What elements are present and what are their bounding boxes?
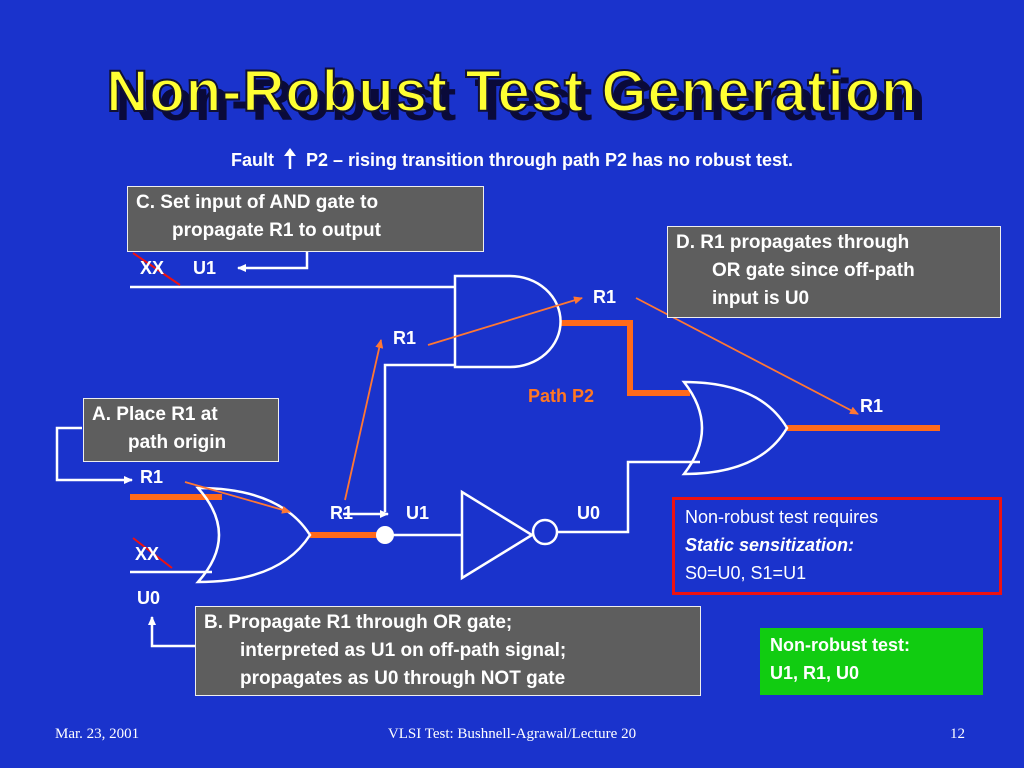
c-connector-arrow	[237, 248, 309, 272]
not-bubble	[531, 518, 559, 546]
red-box-line3: S0=U0, S1=U1	[685, 563, 807, 583]
green-box-line1: Non-robust test:	[770, 635, 910, 655]
annotation-arrows	[184, 296, 859, 514]
top-u1-label: U1	[193, 258, 217, 278]
or-gate-2	[681, 380, 789, 476]
branch-u1-label: U1	[406, 503, 430, 523]
white-wires	[55, 248, 700, 648]
non-robust-test-box: Non-robust test: U1, R1, U0	[760, 628, 983, 695]
b-connector-arrow	[148, 616, 196, 648]
up-arrow-icon	[283, 148, 297, 172]
red-box-line1: Non-robust test requires	[685, 507, 879, 527]
footer-date: Mar. 23, 2001	[55, 726, 140, 742]
and-annotation-arrow	[427, 296, 583, 346]
and-bottom-input-wire	[383, 363, 455, 512]
and-input-r1-label: R1	[393, 328, 417, 348]
box-b-line1: B. Propagate R1 through OR gate;	[204, 612, 513, 633]
and-output-wire	[560, 320, 690, 396]
branch-annotation-arrow	[344, 339, 384, 501]
annotation-box-a: A. Place R1 at path origin	[83, 398, 279, 462]
top-xx-strike	[132, 252, 181, 286]
origin-r1-label: R1	[140, 467, 164, 487]
annotation-box-b: B. Propagate R1 through OR gate; interpr…	[195, 606, 701, 696]
and-output-r1-label: R1	[593, 287, 617, 307]
footer-course: VLSI Test: Bushnell-Agrawal/Lecture 20	[387, 726, 637, 742]
green-box-line2: U1, R1, U0	[770, 663, 860, 683]
title-area: Non-Robust Test Generation Non-Robust Te…	[0, 58, 1024, 138]
box-c-line2: propagate R1 to output	[172, 220, 381, 241]
box-a-line1: A. Place R1 at	[92, 404, 218, 425]
bottom-xx-strike	[132, 537, 173, 569]
bottom-u0-label: U0	[137, 588, 161, 608]
page-title: Non-Robust Test Generation	[105, 58, 918, 125]
annotation-box-c: C. Set input of AND gate to propagate R1…	[127, 186, 484, 252]
box-d-line1: D. R1 propagates through	[676, 232, 910, 253]
box-a-line2: path origin	[128, 432, 227, 453]
fanout-junction	[376, 526, 394, 544]
or-output-r1-label: R1	[860, 396, 884, 416]
strike-lines	[132, 252, 181, 569]
title-shadow: Non-Robust Test Generation	[115, 68, 927, 133]
and-gate	[453, 274, 562, 369]
not-output-u0-label: U0	[577, 503, 601, 523]
footer-page-number: 12	[950, 726, 965, 742]
annotation-box-d: D. R1 propagates through OR gate since o…	[667, 226, 1001, 318]
origin-annotation-arrow	[184, 481, 291, 514]
a-connector-arrow	[55, 426, 133, 484]
static-sensitization-box: Non-robust test requires Static sensitiz…	[672, 497, 1002, 595]
subtitle-text: P2 – rising transition through path P2 h…	[305, 150, 794, 170]
not-output-wire	[556, 460, 700, 534]
not-gate	[460, 489, 535, 581]
or1-output-r1-label: R1	[330, 503, 354, 523]
subtitle-prefix: Fault	[230, 150, 274, 170]
bottom-xx-label: XX	[135, 544, 160, 564]
or-gate-1	[195, 486, 312, 584]
box-d-line3: input is U0	[712, 288, 810, 309]
top-xx-label: XX	[140, 258, 165, 278]
box-b-line3: propagates as U0 through NOT gate	[240, 668, 566, 689]
red-box-line2: Static sensitization:	[685, 535, 855, 555]
box-b-line2: interpreted as U1 on off-path signal;	[240, 640, 567, 661]
path-p2-label: Path P2	[528, 386, 595, 406]
subtitle: Fault P2 – rising transition through pat…	[0, 148, 1024, 172]
box-d-line2: OR gate since off-path	[712, 260, 915, 281]
box-c-line1: C. Set input of AND gate to	[136, 192, 379, 213]
